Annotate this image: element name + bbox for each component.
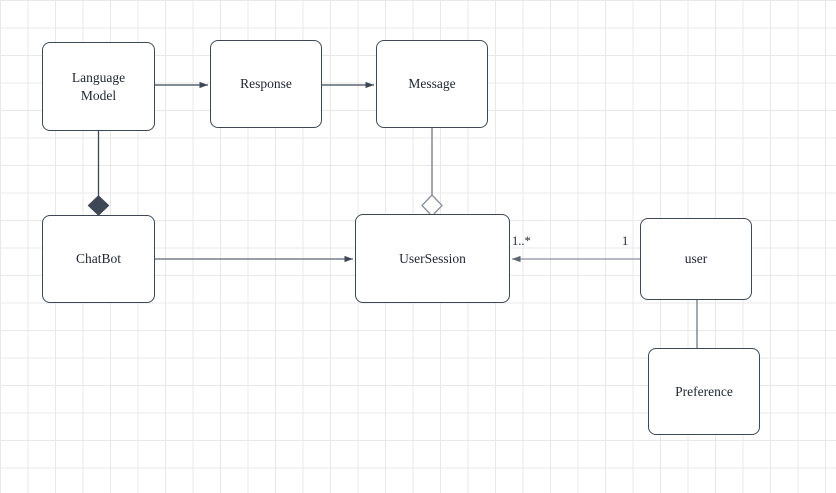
composition-diamond-icon bbox=[87, 195, 110, 216]
node-response-label: Response bbox=[240, 76, 292, 92]
node-chatbot[interactable]: ChatBot bbox=[42, 215, 155, 303]
node-message[interactable]: Message bbox=[376, 40, 488, 128]
node-usersession[interactable]: UserSession bbox=[355, 214, 510, 303]
aggregation-diamond-icon bbox=[421, 194, 443, 217]
node-response[interactable]: Response bbox=[210, 40, 322, 128]
node-language-model-label: Language Model bbox=[71, 69, 126, 103]
node-message-label: Message bbox=[408, 76, 456, 92]
multiplicity-label-many: 1..* bbox=[512, 234, 531, 248]
node-user-label: user bbox=[684, 251, 708, 267]
multiplicity-label-one: 1 bbox=[622, 234, 629, 248]
node-language-model[interactable]: Language Model bbox=[42, 42, 155, 131]
node-user[interactable]: user bbox=[640, 218, 752, 300]
node-usersession-label: UserSession bbox=[399, 250, 466, 266]
node-chatbot-label: ChatBot bbox=[75, 251, 121, 267]
node-preference[interactable]: Preference bbox=[648, 348, 760, 435]
node-preference-label: Preference bbox=[675, 383, 733, 399]
